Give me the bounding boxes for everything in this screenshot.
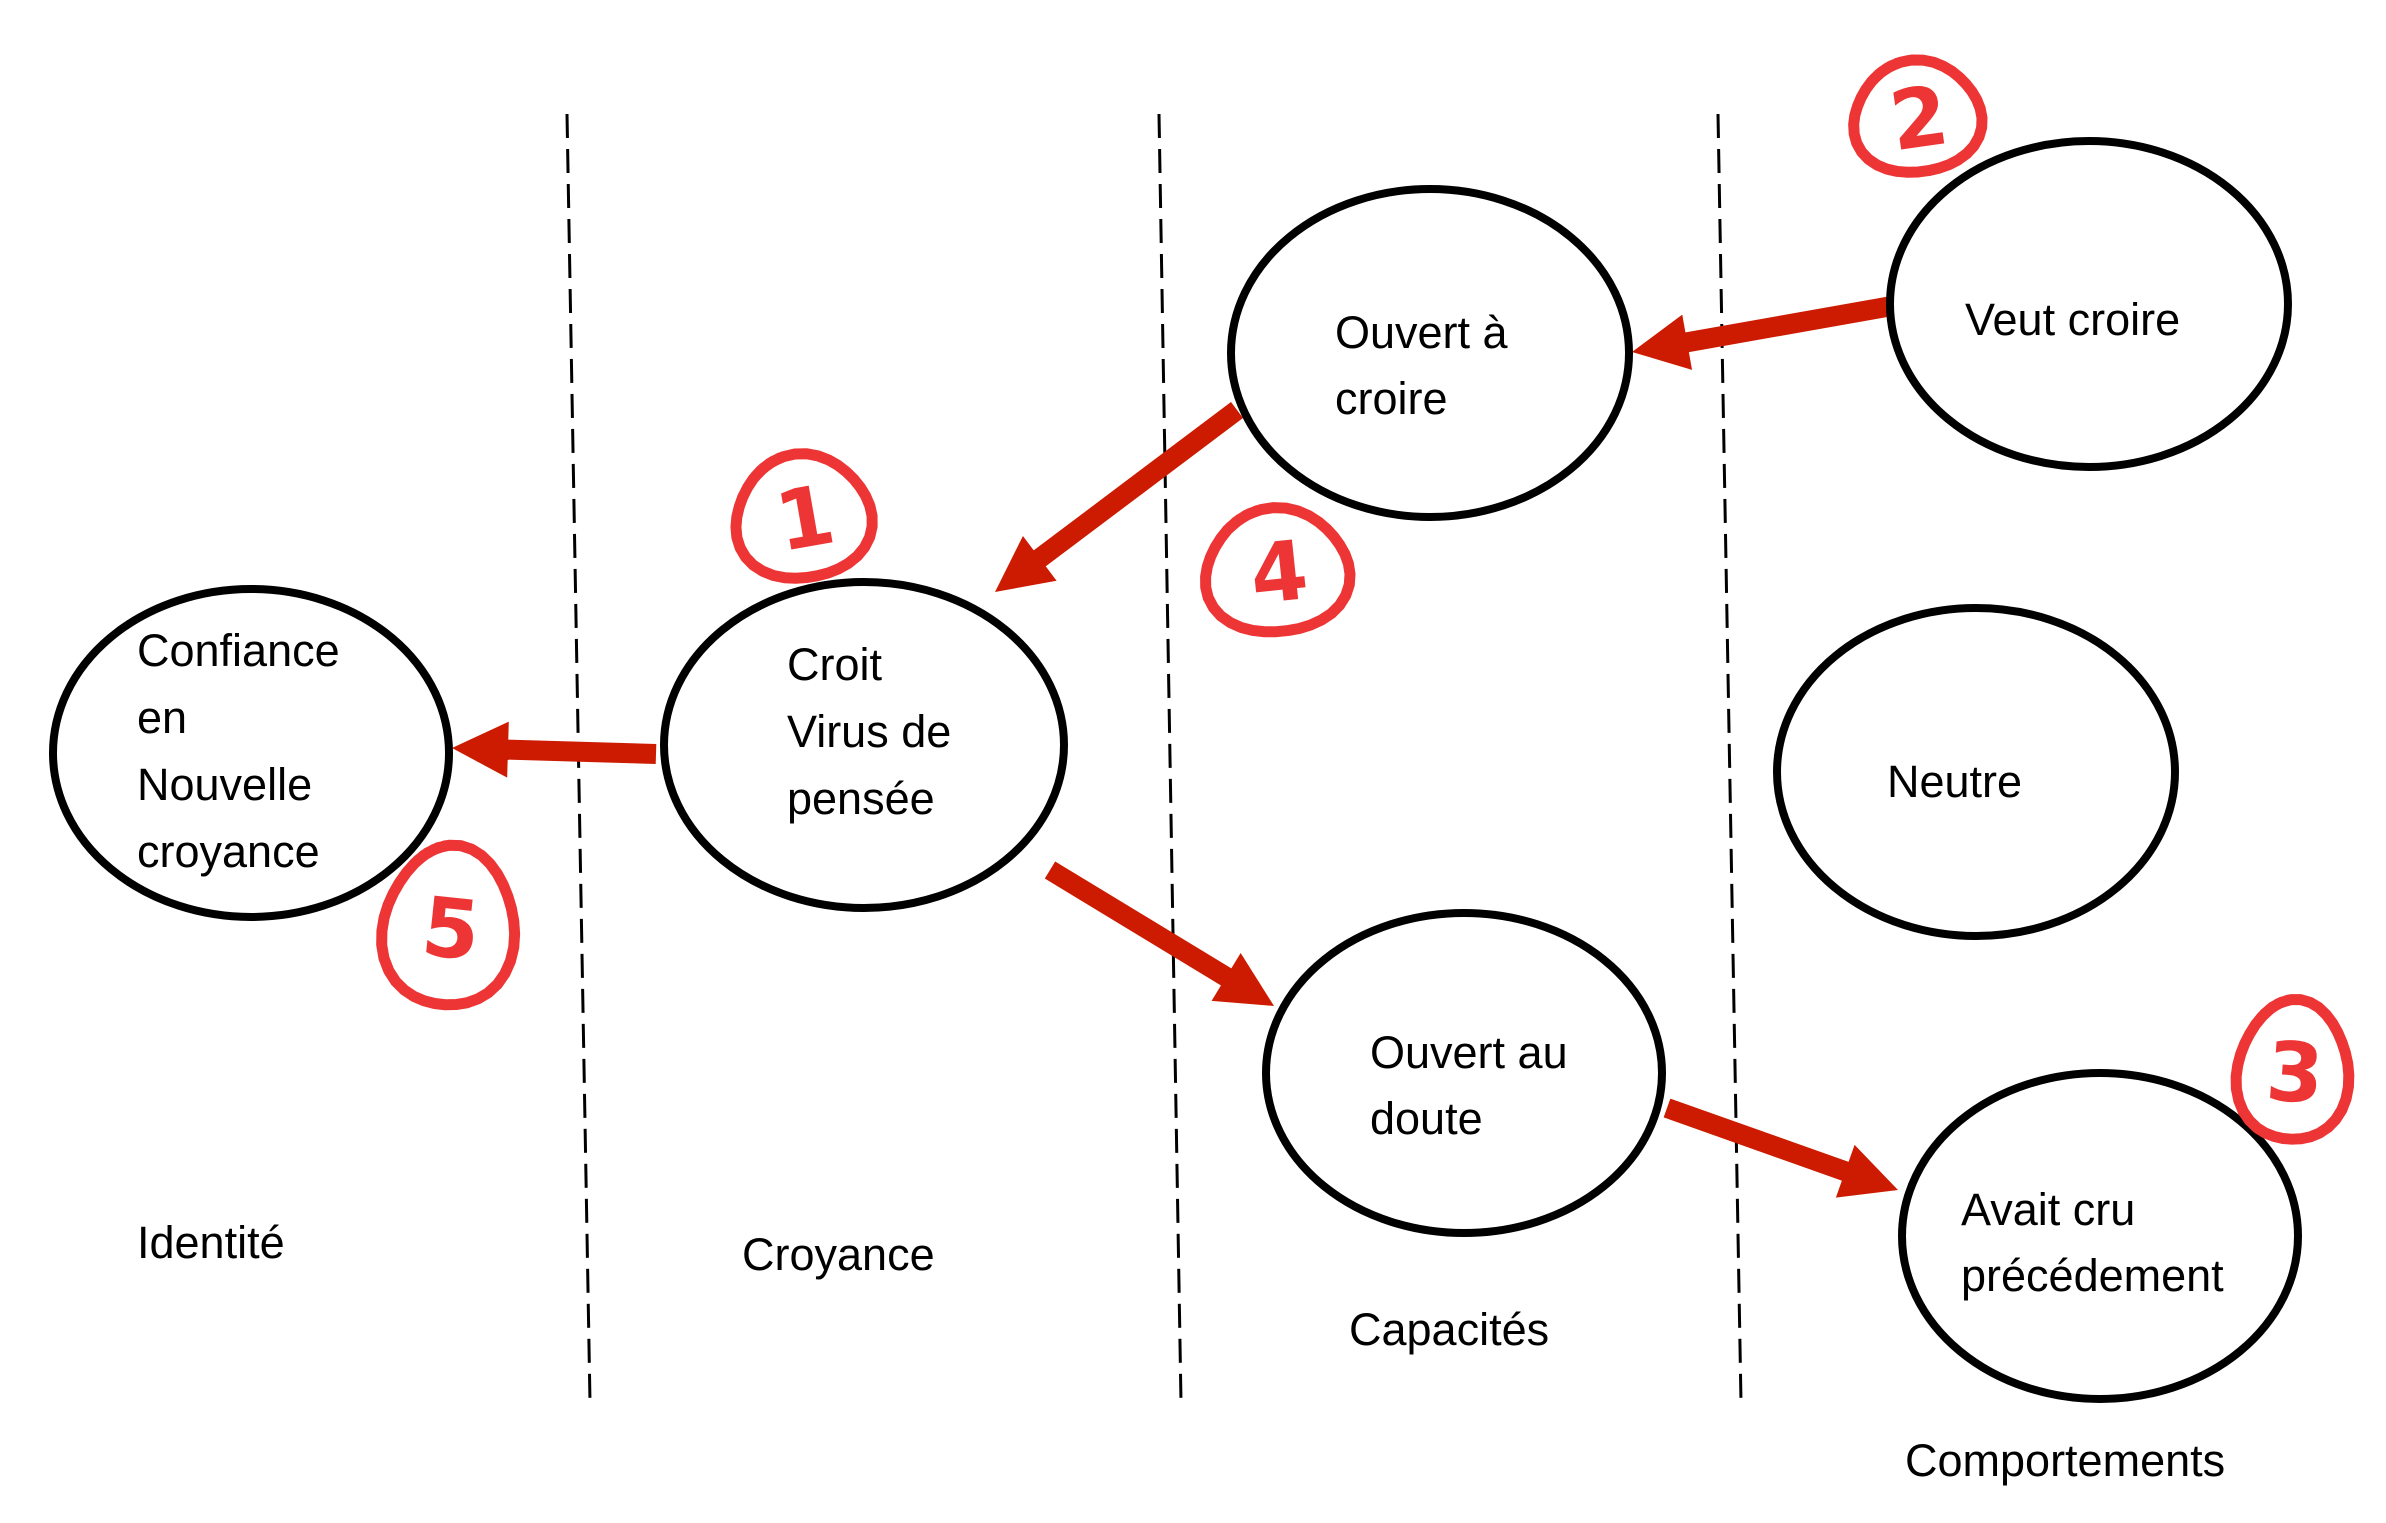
arrow-croit-to-confiance bbox=[452, 721, 657, 778]
step-marker-4: 4 bbox=[1200, 502, 1356, 638]
arrow-shaft bbox=[1032, 402, 1244, 568]
arrow-shaft bbox=[1044, 861, 1234, 987]
divider-croyance-capacites bbox=[1157, 113, 1183, 1403]
node-label-line: Veut croire bbox=[1965, 294, 2180, 345]
arrow-croit-to-ouvert-doute bbox=[1044, 861, 1274, 1006]
marker-ring-icon bbox=[730, 448, 878, 584]
node-label-line: croyance bbox=[137, 826, 320, 877]
arrow-head-icon bbox=[1835, 1144, 1898, 1198]
arrow-shaft bbox=[505, 739, 657, 764]
step-number: 2 bbox=[1884, 68, 1954, 170]
step-number: 3 bbox=[2263, 1024, 2327, 1123]
arrow-shaft bbox=[1683, 296, 1894, 353]
node-ellipse bbox=[1227, 185, 1633, 521]
node-label-line: Neutre bbox=[1887, 756, 2022, 807]
node-ellipse bbox=[1898, 1069, 2302, 1403]
step-number: 5 bbox=[417, 879, 484, 979]
step-marker-5: 5 bbox=[376, 839, 521, 1011]
arrow-ouvert-doute-to-avait-cru bbox=[1663, 1098, 1898, 1198]
node-label-line: Virus de bbox=[787, 706, 951, 757]
node-veut-croire: Veut croire bbox=[1886, 137, 2292, 471]
node-ellipse bbox=[49, 585, 453, 921]
step-marker-3: 3 bbox=[2230, 994, 2355, 1145]
step-number: 1 bbox=[769, 467, 842, 570]
marker-ring-icon bbox=[1200, 502, 1356, 638]
node-label-line: pensée bbox=[787, 773, 935, 824]
node-ellipse bbox=[1773, 604, 2179, 940]
node-label-line: précédement bbox=[1961, 1250, 2224, 1301]
marker-ring-icon bbox=[2230, 994, 2355, 1145]
node-label-line: Ouvert à bbox=[1335, 307, 1509, 358]
node-ouvert-croire: Ouvert à croire bbox=[1227, 185, 1633, 521]
node-label-line: Avait cru bbox=[1961, 1184, 2135, 1235]
node-label-line: croire bbox=[1335, 373, 1448, 424]
node-label-line: Confiance bbox=[137, 625, 340, 676]
node-ouvert-doute: Ouvert au doute bbox=[1262, 909, 1666, 1237]
column-labels: Identité Croyance Capacités Comportement… bbox=[137, 1217, 2225, 1486]
column-label-capacites: Capacités bbox=[1349, 1304, 1549, 1355]
arrow-ouvert-croire-to-croit bbox=[995, 402, 1244, 592]
arrow-veut-croire-to-ouvert-croire bbox=[1632, 296, 1894, 370]
marker-ring-icon bbox=[1848, 54, 1988, 178]
step-marker-2: 2 bbox=[1848, 54, 1988, 178]
column-label-croyance: Croyance bbox=[742, 1229, 935, 1280]
step-number: 4 bbox=[1246, 523, 1313, 623]
node-avait-cru: Avait cru précédement bbox=[1898, 1069, 2302, 1403]
arrow-shaft bbox=[1663, 1098, 1851, 1182]
column-label-comportements: Comportements bbox=[1905, 1435, 2225, 1486]
arrow-head-icon bbox=[452, 721, 509, 778]
node-label-line: Nouvelle bbox=[137, 759, 312, 810]
node-label-line: en bbox=[137, 692, 187, 743]
node-label-line: Ouvert au bbox=[1370, 1027, 1568, 1078]
node-label-line: Croit bbox=[787, 639, 883, 690]
node-neutre: Neutre bbox=[1773, 604, 2179, 940]
arrow-head-icon bbox=[1211, 953, 1274, 1006]
arrow-head-icon bbox=[1632, 314, 1693, 370]
arrow-head-icon bbox=[995, 535, 1057, 592]
step-marker-1: 1 bbox=[730, 448, 878, 584]
divider-capacites-comportements bbox=[1716, 113, 1743, 1403]
node-ellipse bbox=[1262, 909, 1666, 1237]
marker-ring-icon bbox=[376, 839, 521, 1011]
node-ellipse bbox=[660, 578, 1068, 912]
edges bbox=[452, 296, 1898, 1198]
node-ellipse bbox=[1886, 137, 2292, 471]
node-label-line: doute bbox=[1370, 1093, 1483, 1144]
column-label-identite: Identité bbox=[137, 1217, 285, 1268]
